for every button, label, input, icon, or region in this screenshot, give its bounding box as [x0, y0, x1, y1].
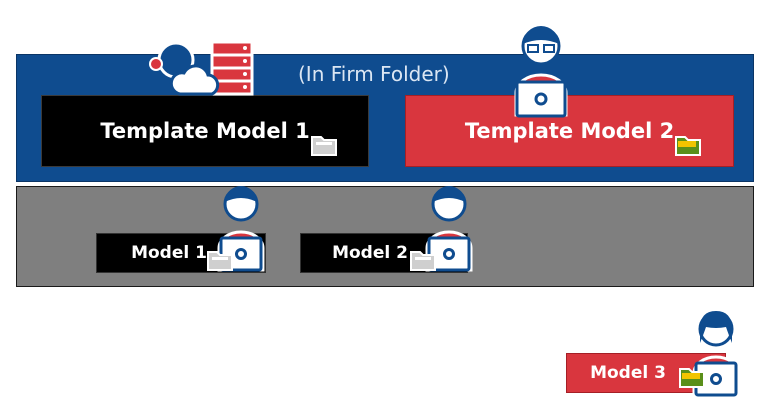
- model-2-label: Model 2: [332, 243, 408, 263]
- open-folder-icon: [679, 368, 705, 388]
- cloud-server-icon: [149, 40, 254, 96]
- template-model-2-box[interactable]: Template Model 2: [405, 95, 734, 167]
- folder-icon: [207, 251, 233, 271]
- template-model-1-label: Template Model 1: [100, 119, 310, 143]
- firm-folder-caption: (In Firm Folder): [298, 62, 450, 86]
- template-model-1-box[interactable]: Template Model 1: [41, 95, 369, 167]
- folder-icon: [410, 251, 436, 271]
- user-laptop-icon: [514, 26, 568, 118]
- user-laptop-icon: [692, 311, 740, 397]
- model-1-label: Model 1: [131, 243, 207, 263]
- folder-icon: [311, 136, 337, 156]
- open-folder-icon: [675, 136, 701, 156]
- model-3-label: Model 3: [590, 363, 666, 383]
- template-model-2-label: Template Model 2: [464, 119, 675, 143]
